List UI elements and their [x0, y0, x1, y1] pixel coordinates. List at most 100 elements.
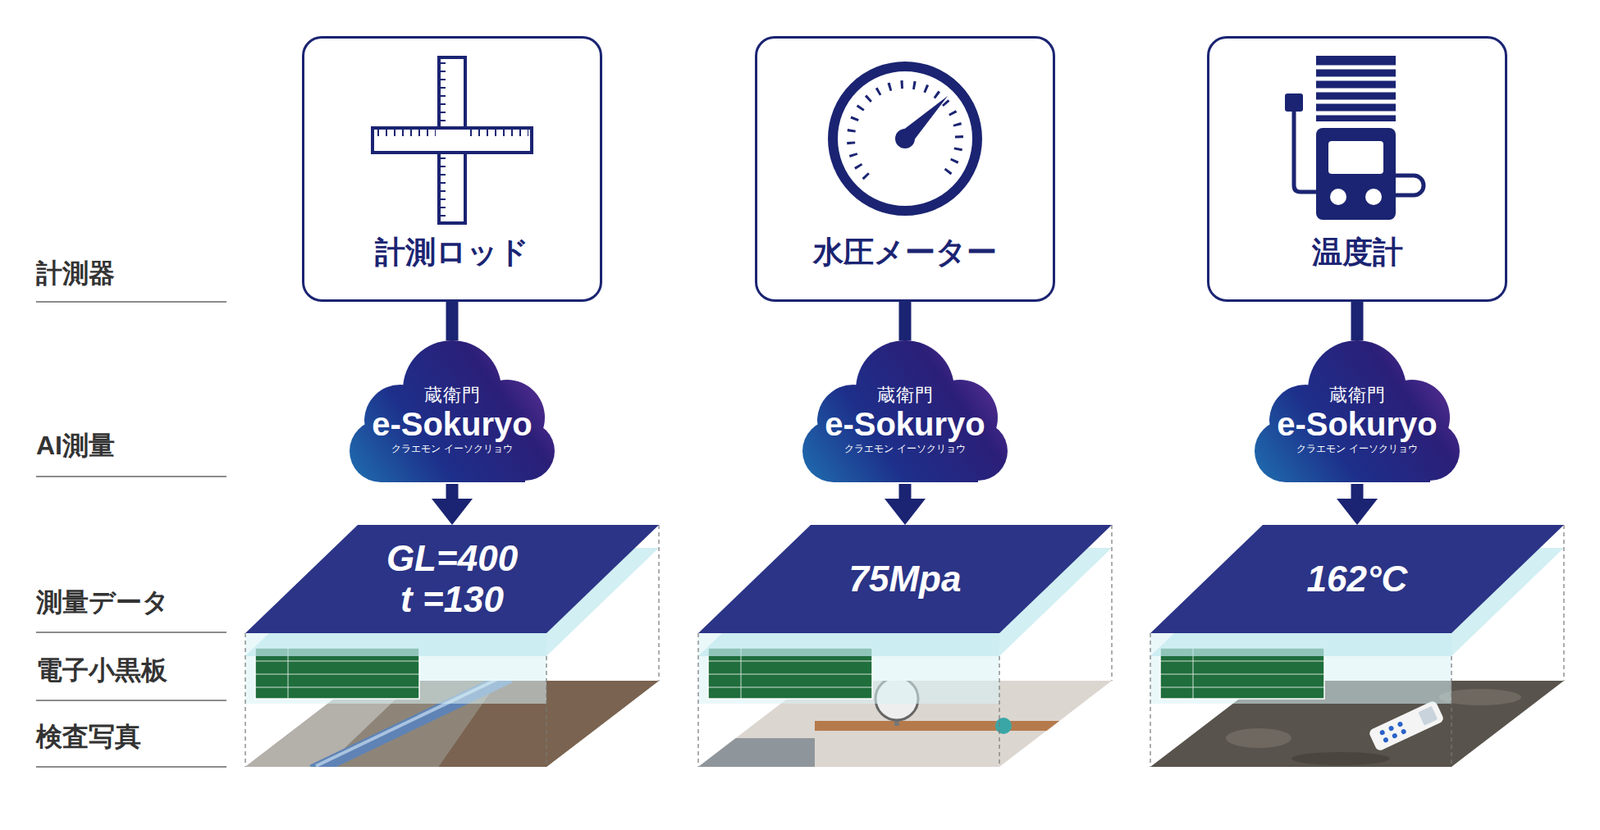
ai-survey-cloud: 蔵衛門e-Sokuryoクラエモン イーソクリョウ	[802, 340, 1008, 485]
board-rule	[1160, 661, 1325, 663]
product-reading: クラエモン イーソクリョウ	[1296, 442, 1418, 456]
flow-arrow	[1351, 484, 1364, 499]
stack-guides	[698, 525, 1112, 768]
board-rule	[255, 661, 420, 663]
layer-stack	[238, 525, 666, 772]
probe-cable	[1293, 111, 1317, 192]
guide	[1563, 525, 1564, 682]
gauge-hub	[895, 128, 915, 149]
stripe	[1316, 111, 1396, 116]
data-layer-face	[1150, 525, 1564, 634]
meter-screen	[1328, 141, 1384, 174]
flow-arrow	[899, 301, 912, 341]
rod-ticks	[470, 129, 529, 137]
product-reading: クラエモン イーソクリョウ	[844, 442, 965, 456]
instrument-label: 水圧メーター	[813, 234, 997, 271]
stripe	[1316, 77, 1396, 82]
flow-arrow	[899, 484, 912, 499]
instrument-label: 計測ロッド	[374, 234, 530, 271]
device-button	[1400, 728, 1408, 736]
photo-pipe	[814, 721, 1070, 732]
guide	[697, 633, 699, 768]
flow-arrow	[446, 301, 459, 341]
layer-stack	[691, 525, 1119, 772]
row-rule	[36, 475, 227, 478]
row-rule	[36, 301, 227, 303]
stack-guides	[1150, 525, 1564, 768]
cloud-body	[802, 340, 1008, 483]
photo-valve	[995, 717, 1012, 735]
rod-ticks	[377, 129, 436, 137]
product-name: e-Sokuryo	[824, 406, 986, 443]
layer-stack	[1143, 525, 1571, 772]
instrument-box: 水圧メーター	[754, 36, 1056, 302]
measured-value: GL=400 t =130	[378, 538, 526, 621]
product-name: e-Sokuryo	[1276, 406, 1438, 443]
board-rule	[708, 661, 873, 663]
ai-survey-cloud: 蔵衛門e-Sokuryoクラエモン イーソクリョウ	[1254, 340, 1460, 485]
board-rule	[255, 674, 420, 676]
device-button	[1391, 732, 1399, 740]
gauge-ring	[832, 66, 978, 211]
flow-arrow	[1351, 301, 1364, 341]
cloud-body	[1254, 340, 1460, 483]
meter-body	[1316, 128, 1396, 220]
meter-button	[1330, 188, 1347, 206]
row-label: 検査写真	[36, 720, 142, 754]
measured-value: 75Mpa	[849, 558, 962, 600]
device-body	[1367, 699, 1445, 752]
rod-horizontal	[372, 128, 532, 153]
stack-guides	[245, 525, 659, 768]
cloud-body	[349, 340, 555, 483]
measured-value: 162°C	[1307, 558, 1408, 600]
brand-logo: 蔵衛門	[1329, 384, 1386, 407]
sensor-stripes	[1316, 67, 1396, 114]
meter-button	[1365, 188, 1382, 206]
gauge-icon	[832, 66, 978, 211]
brand-logo: 蔵衛門	[877, 384, 934, 407]
stripe	[1316, 65, 1396, 70]
rod-icon	[372, 57, 532, 224]
row-rule	[36, 766, 227, 768]
board-rule	[1160, 687, 1325, 689]
device-screen	[1417, 706, 1438, 727]
guide	[1450, 656, 1452, 768]
instrument-box: 温度計	[1206, 36, 1508, 302]
gauge-ticks	[850, 84, 960, 178]
measurement-data-layer: 75Mpa	[698, 525, 1112, 634]
guide	[244, 633, 246, 768]
instrument-label: 温度計	[1312, 234, 1404, 271]
row-label: 測量データ	[36, 585, 170, 619]
guide	[1110, 525, 1112, 682]
guide	[658, 525, 659, 682]
photo-texture	[1291, 752, 1390, 766]
ai-survey-cloud: 蔵衛門e-Sokuryoクラエモン イーソクリョウ	[349, 340, 555, 485]
board-rule	[708, 687, 873, 689]
stripe	[1316, 100, 1396, 105]
rod-ticks	[438, 157, 446, 220]
board-rule	[708, 674, 873, 676]
photo-thermometer	[1367, 699, 1445, 752]
flow-arrow	[446, 484, 459, 499]
rod-ticks	[438, 62, 446, 125]
data-layer-face	[698, 525, 1112, 634]
data-layer-face	[245, 525, 659, 634]
device-button	[1396, 721, 1404, 728]
row-rule	[36, 699, 227, 702]
thermometer-icon	[1284, 55, 1424, 220]
guide	[1149, 633, 1151, 768]
photo-tank	[691, 738, 815, 772]
row-label: 電子小黒板	[36, 653, 168, 687]
photo-texture	[1225, 728, 1292, 749]
board-rule	[1160, 674, 1325, 676]
guide	[545, 656, 547, 768]
brand-logo: 蔵衛門	[424, 384, 481, 407]
probe	[1284, 93, 1303, 112]
device-button	[1382, 736, 1390, 744]
product-reading: クラエモン イーソクリョウ	[391, 442, 512, 456]
row-rules	[36, 301, 227, 768]
stripe	[1316, 88, 1396, 93]
row-label: AI測量	[36, 429, 115, 462]
measurement-data-layer: 162°C	[1150, 525, 1564, 634]
